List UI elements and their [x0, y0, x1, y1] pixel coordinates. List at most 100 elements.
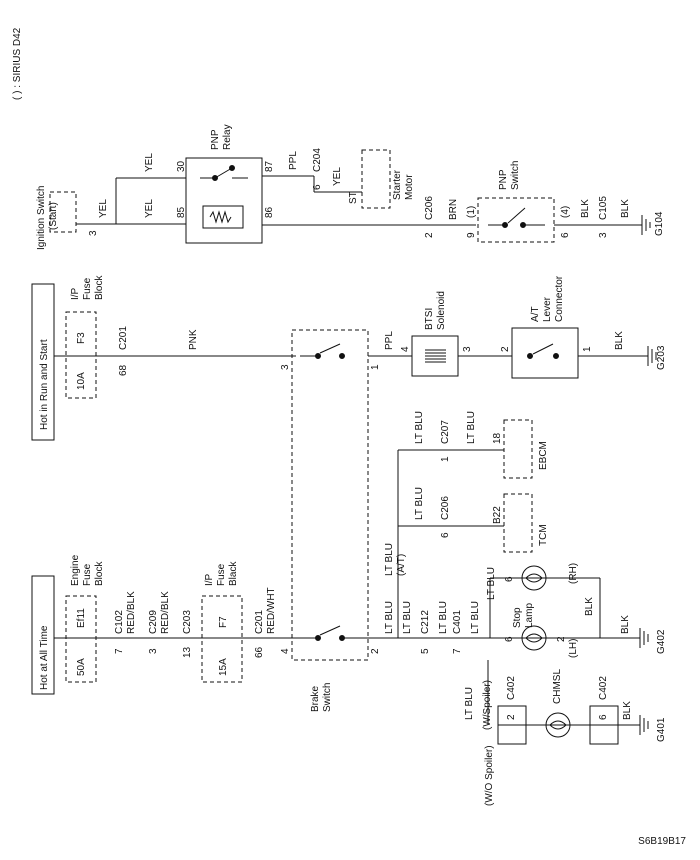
relay-pin-87: 87	[264, 160, 275, 172]
ltblu-w5: LT BLU	[470, 601, 481, 634]
fuse-f3-rating: 10A	[76, 372, 87, 390]
pnp-pin-b-alt: (4)	[560, 206, 571, 218]
note-label: ( ) : SIRIUS D42	[12, 27, 23, 100]
c206-top-pin: 2	[424, 232, 435, 238]
c206-mid-wire-a: LT BLU	[414, 487, 425, 520]
c209-wire: RED/BLK	[160, 591, 171, 634]
fuse-f7-rating: 15A	[218, 658, 229, 676]
chmsl-lamp	[545, 712, 571, 738]
c402-a-box	[497, 705, 527, 745]
ip-fuse-bottom-l1: I/P	[204, 573, 215, 586]
lever-pin-in: 2	[500, 346, 511, 352]
diagram-id: S6B19B17	[638, 836, 686, 847]
brake-switch-box	[291, 329, 369, 661]
tcm-box	[503, 493, 533, 553]
c102-wire: RED/BLK	[126, 591, 137, 634]
relay-pin-86: 86	[264, 206, 275, 218]
chmsl-wire: BLK	[622, 701, 633, 720]
stop-wire-blk: BLK	[584, 597, 595, 616]
ltblu-w4: LT BLU	[438, 601, 449, 634]
ebcm-pin: 18	[492, 432, 503, 444]
relay-name1: PNP	[210, 129, 221, 150]
c201-bottom-wire: RED/WHT	[266, 587, 277, 634]
ignition-wire: YEL	[98, 199, 109, 218]
ignition-pin: 3	[88, 230, 99, 236]
stop-lh-pin2: 2	[556, 636, 567, 642]
pnp-switch-box	[477, 197, 555, 243]
c206-mid-pin: 6	[440, 532, 451, 538]
c206-top-name: C206	[424, 196, 435, 220]
c203-name: C203	[182, 610, 193, 634]
ltblu-c207-wire: LT BLU	[414, 411, 425, 444]
engine-fuse-l1: Engine	[70, 554, 81, 586]
fuse-f7: F7	[218, 616, 229, 628]
relay-wire-85: YEL	[144, 199, 155, 218]
ebcm-label: EBCM	[538, 441, 549, 470]
stop-lh-pin: 6	[504, 636, 515, 642]
ip-fuse-bottom-l3: Black	[228, 561, 239, 586]
ignition-name: Ignition Switch	[36, 186, 47, 250]
pnp-wire-blk: BLK	[580, 199, 591, 218]
ip-fuse-top-l3: Block	[94, 275, 105, 300]
c401-name: C401	[452, 610, 463, 634]
spoiler-wire: LT BLU	[464, 687, 475, 720]
stop-wire-ground: BLK	[620, 615, 631, 634]
pnp-pin-b: 6	[560, 232, 571, 238]
fuse-ef11-rating: 50A	[76, 658, 87, 676]
relay-name2: Relay	[222, 124, 233, 150]
lever-l3: Connector	[554, 275, 565, 322]
brake-pin-a: 3	[280, 364, 291, 370]
c402-a-name: C402	[506, 676, 517, 700]
c204-wire: YEL	[332, 167, 343, 186]
c402-b-name: C402	[598, 676, 609, 700]
ltblu-w6: LT BLU	[486, 567, 497, 600]
fuse-ef11: Ef11	[76, 608, 87, 628]
lever-connector-box	[511, 327, 579, 379]
ltblu-w2: LT BLU	[384, 543, 395, 576]
c105-name: C105	[598, 196, 609, 220]
all-time-bus-box	[31, 575, 55, 695]
c402-a-pin: 2	[506, 714, 517, 720]
relay-pin-85: 85	[176, 206, 187, 218]
stop-rh-label: (RH)	[568, 563, 579, 584]
ip-fuse-bottom-l2: Fuse	[216, 563, 227, 586]
c102-pin: 7	[114, 648, 125, 654]
btsi-name2: Solenoid	[436, 291, 447, 330]
c201-top-pin: 68	[118, 364, 129, 376]
starter-name1: Starter	[392, 169, 403, 200]
pnp-pin-a: 9	[466, 232, 477, 238]
lever-pin-out: 1	[582, 346, 593, 352]
brake-pin-d: 2	[370, 648, 381, 654]
ip-fuse-top-l2: Fuse	[82, 277, 93, 300]
btsi-wire: PPL	[384, 331, 395, 350]
c201-top-wire: PNK	[188, 329, 199, 350]
c206-mid-name: C206	[440, 496, 451, 520]
c401-pin: 7	[452, 648, 463, 654]
c204-name: C204	[312, 148, 323, 172]
fuse-f3: F3	[76, 332, 87, 344]
brake-pin-c: 4	[280, 648, 291, 654]
ebcm-box	[503, 419, 533, 479]
starter-name2: Motor	[404, 174, 415, 200]
all-time-label: Hot at All Time	[39, 625, 50, 690]
c204-pin: 6	[312, 184, 323, 190]
engine-fuse-block	[65, 595, 97, 683]
g402-label: G402	[656, 629, 667, 654]
pnp-switch-name1: PNP	[498, 169, 509, 190]
starter-motor-box	[361, 149, 391, 209]
c402-b-pin: 6	[598, 714, 609, 720]
ltblu-w1: LT BLU	[384, 601, 395, 634]
run-start-bus-box	[31, 283, 55, 441]
stop-rh-pin: 6	[504, 576, 515, 582]
g401-label: G401	[656, 717, 667, 742]
btsi-pin-in: 4	[400, 346, 411, 352]
c207-wire: LT BLU	[466, 411, 477, 444]
engine-fuse-l2: Fuse	[82, 563, 93, 586]
ip-fuse-top-l1: I/P	[70, 287, 81, 300]
c209-name: C209	[148, 610, 159, 634]
c105-pin: 3	[598, 232, 609, 238]
tcm-label: TCM	[538, 524, 549, 546]
relay-wire-ppl: PPL	[288, 151, 299, 170]
engine-fuse-l3: Block	[94, 561, 105, 586]
